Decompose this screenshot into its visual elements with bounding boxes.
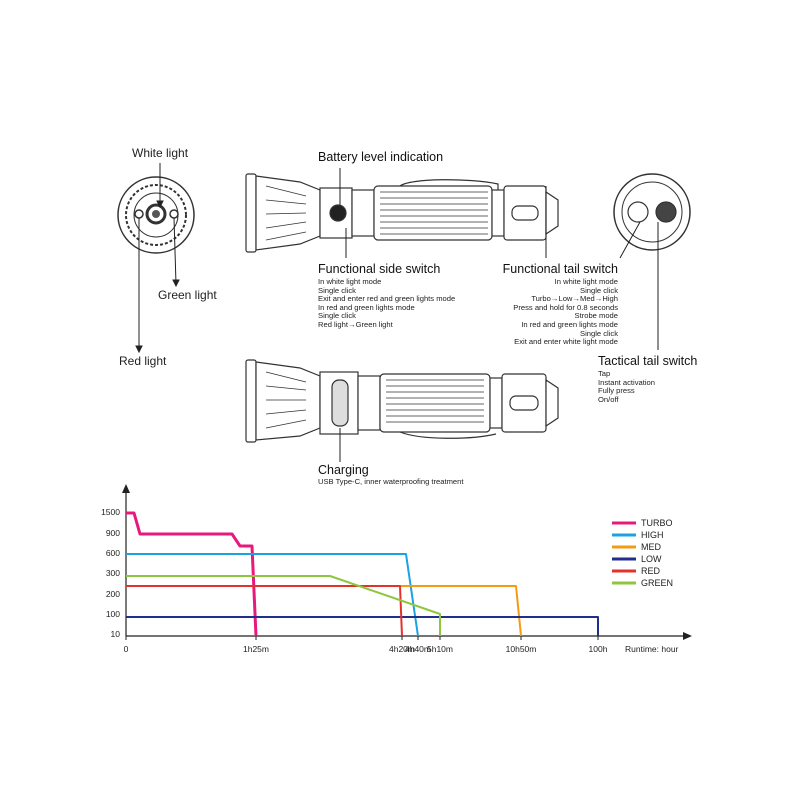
y-tick-label: 300: [106, 568, 120, 578]
tail-switch-line: Strobe mode: [574, 311, 618, 321]
side-switch-block: Functional side switch In white light mo…: [318, 262, 455, 330]
tail-switch-line: In white light mode: [554, 277, 618, 286]
x-tick-label: 100h: [589, 644, 608, 654]
tail-switch-line: Single click: [580, 328, 618, 338]
runtime-chart: 1500 900 600 300 200 100 10 0 1h25m 4h20m4h40m5h…: [101, 484, 692, 654]
y-tick-label: 200: [106, 589, 120, 599]
x-tick-label: 4h20m: [389, 644, 415, 654]
side-switch-title: Functional side switch: [318, 262, 441, 276]
legend-label: GREEN: [641, 578, 673, 588]
tail-switch-line: Turbo→Low→Med→High: [531, 294, 618, 304]
series-line-green: [126, 575, 441, 636]
series-line-med: [126, 585, 522, 637]
x-tick-label: 4h40m: [405, 644, 431, 654]
charging-title: Charging: [318, 463, 369, 477]
flashlight-diagram: [117, 163, 691, 462]
x-tick-label: 10h50m: [506, 644, 537, 654]
y-axis-arrow: [122, 484, 130, 493]
side-switch-line: Single click: [318, 311, 356, 321]
series-line-red: [126, 585, 403, 637]
battery-level-label: Battery level indication: [318, 150, 444, 164]
legend-label: MED: [641, 542, 662, 552]
tail-switch-title: Functional tail switch: [502, 262, 618, 276]
tactical-switch-line: Tap: [598, 369, 611, 378]
x-axis-arrow: [683, 632, 692, 640]
legend-label: LOW: [641, 554, 662, 564]
tactical-switch-line: Instant activation: [598, 377, 655, 387]
tail-switch-line: Exit and enter white light mode: [514, 337, 618, 347]
series-line-high: [126, 553, 419, 637]
tail-switch-line: In red and green lights mode: [521, 319, 618, 329]
side-switch-line: Single click: [318, 285, 356, 295]
tactical-switch-block: Tactical tail switch Tap Instant activat…: [598, 354, 697, 404]
tactical-switch-line: Fully press: [598, 386, 635, 396]
side-switch-line: Exit and enter red and green lights mode: [318, 294, 456, 304]
side-switch-line: Red light→Green light: [318, 319, 393, 329]
y-tick-label: 900: [106, 528, 120, 538]
charging-block: Charging USB Type-C, inner waterproofing…: [318, 463, 463, 487]
head-leader-lines: [135, 163, 180, 354]
x-axis-label: Runtime: hour: [625, 644, 679, 654]
y-tick-label: 10: [111, 629, 121, 639]
white-light-label: White light: [132, 146, 189, 160]
legend-label: HIGH: [641, 530, 664, 540]
y-tick-label: 100: [106, 609, 120, 619]
series-line-low: [126, 616, 599, 636]
side-switch-line: In red and green lights mode: [318, 302, 415, 312]
tail-switch-block: Functional tail switch In white light mo…: [503, 262, 618, 347]
head-front-view: [117, 176, 195, 254]
tail-end-view: [613, 173, 691, 251]
flashlight-side-view-bottom: [245, 359, 559, 443]
tail-switch-line: Single click: [580, 285, 618, 295]
series-line-turbo: [126, 511, 258, 637]
y-tick-label: 1500: [101, 507, 120, 517]
tail-switch-line: Press and hold for 0.8 seconds: [513, 302, 618, 312]
flashlight-side-view-top: [245, 173, 559, 253]
legend-label: RED: [641, 566, 661, 576]
y-tick-label: 600: [106, 548, 120, 558]
red-light-label: Red light: [119, 354, 167, 368]
legend-label: TURBO: [641, 518, 673, 528]
tactical-switch-title: Tactical tail switch: [598, 354, 698, 368]
green-light-label: Green light: [158, 288, 217, 302]
x-tick-label: 5h10m: [427, 644, 453, 654]
side-switch-line: In white light mode: [318, 277, 382, 286]
tactical-switch-line: On/off: [598, 394, 619, 404]
charging-desc: USB Type-C, inner waterproofing treatmen…: [318, 477, 464, 486]
x-tick-label: 0: [124, 644, 129, 654]
x-tick-label: 1h25m: [243, 644, 269, 654]
